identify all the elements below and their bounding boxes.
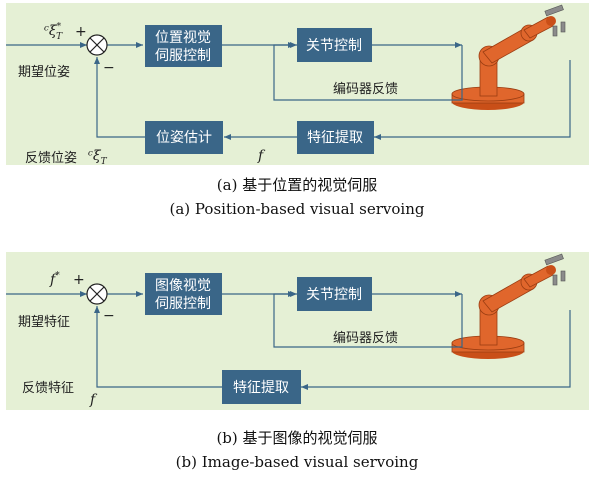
caption-b-english: (b) Image-based visual servoing (176, 453, 419, 471)
reference-feature-symbol: f* (49, 271, 60, 288)
pose-estimation-block (145, 121, 223, 154)
feature-extraction-block (297, 121, 374, 154)
joint-control-block (297, 28, 372, 62)
controller-label-line2: 伺服控制 (155, 48, 211, 64)
minus-sign: − (103, 308, 115, 324)
position-servo-controller-block (145, 25, 222, 67)
desired-feature-label: 期望特征 (18, 314, 70, 330)
caption-a-english: (a) Position-based visual servoing (170, 200, 425, 218)
encoder-feedback-label: 编码器反馈 (333, 331, 398, 346)
plus-sign: + (73, 272, 85, 288)
minus-sign: − (103, 60, 115, 76)
feature-extraction-label: 特征提取 (307, 130, 363, 146)
caption-b-chinese: (b) 基于图像的视觉伺服 (216, 429, 377, 447)
robot-arm-icon (451, 4, 566, 110)
joint-control-label: 关节控制 (306, 287, 362, 303)
feature-extraction-block (222, 370, 301, 404)
controller-label-line1: 位置视觉 (155, 30, 211, 46)
feature-extraction-label: 特征提取 (233, 380, 289, 396)
summing-junction (86, 34, 108, 56)
controller-label-line2: 伺服控制 (155, 296, 211, 312)
summing-junction (86, 283, 108, 305)
image-servo-controller-block (145, 273, 222, 315)
pose-estimation-label: 位姿估计 (156, 130, 212, 146)
robot-arm-icon (451, 253, 566, 359)
encoder-feedback-label: 编码器反馈 (333, 82, 398, 97)
caption-a-chinese: (a) 基于位置的视觉伺服 (217, 176, 377, 194)
camera-feedback-arrow (374, 60, 571, 140)
encoder-feedback-loop (273, 291, 463, 348)
controller-label-line1: 图像视觉 (155, 278, 211, 294)
pose-feedback-arrow (94, 57, 145, 138)
feature-feedback-arrow (94, 306, 222, 388)
panel-a: 位置视觉 伺服控制 关节控制 位姿估计 特征提取 ᶜξ*T + − 期望位姿 编… (6, 3, 589, 167)
feedback-pose-label: 反馈位姿 (25, 150, 77, 166)
feedback-pose-symbol: ᶜξT (88, 148, 108, 167)
desired-pose-label: 期望位姿 (18, 64, 70, 80)
feature-symbol: f (257, 148, 266, 164)
feature-symbol: f (89, 392, 98, 408)
joint-control-block (297, 277, 372, 311)
camera-feedback-arrow (301, 310, 571, 390)
joint-control-label: 关节控制 (306, 38, 362, 54)
plus-sign: + (75, 24, 87, 40)
feedback-feature-label: 反馈特征 (22, 381, 74, 396)
panel-b: 图像视觉 伺服控制 关节控制 特征提取 f* + − 期望特征 编码器反馈 反馈… (6, 252, 589, 410)
reference-pose-symbol: ᶜξ*T (44, 22, 63, 42)
encoder-feedback-loop (273, 42, 463, 101)
